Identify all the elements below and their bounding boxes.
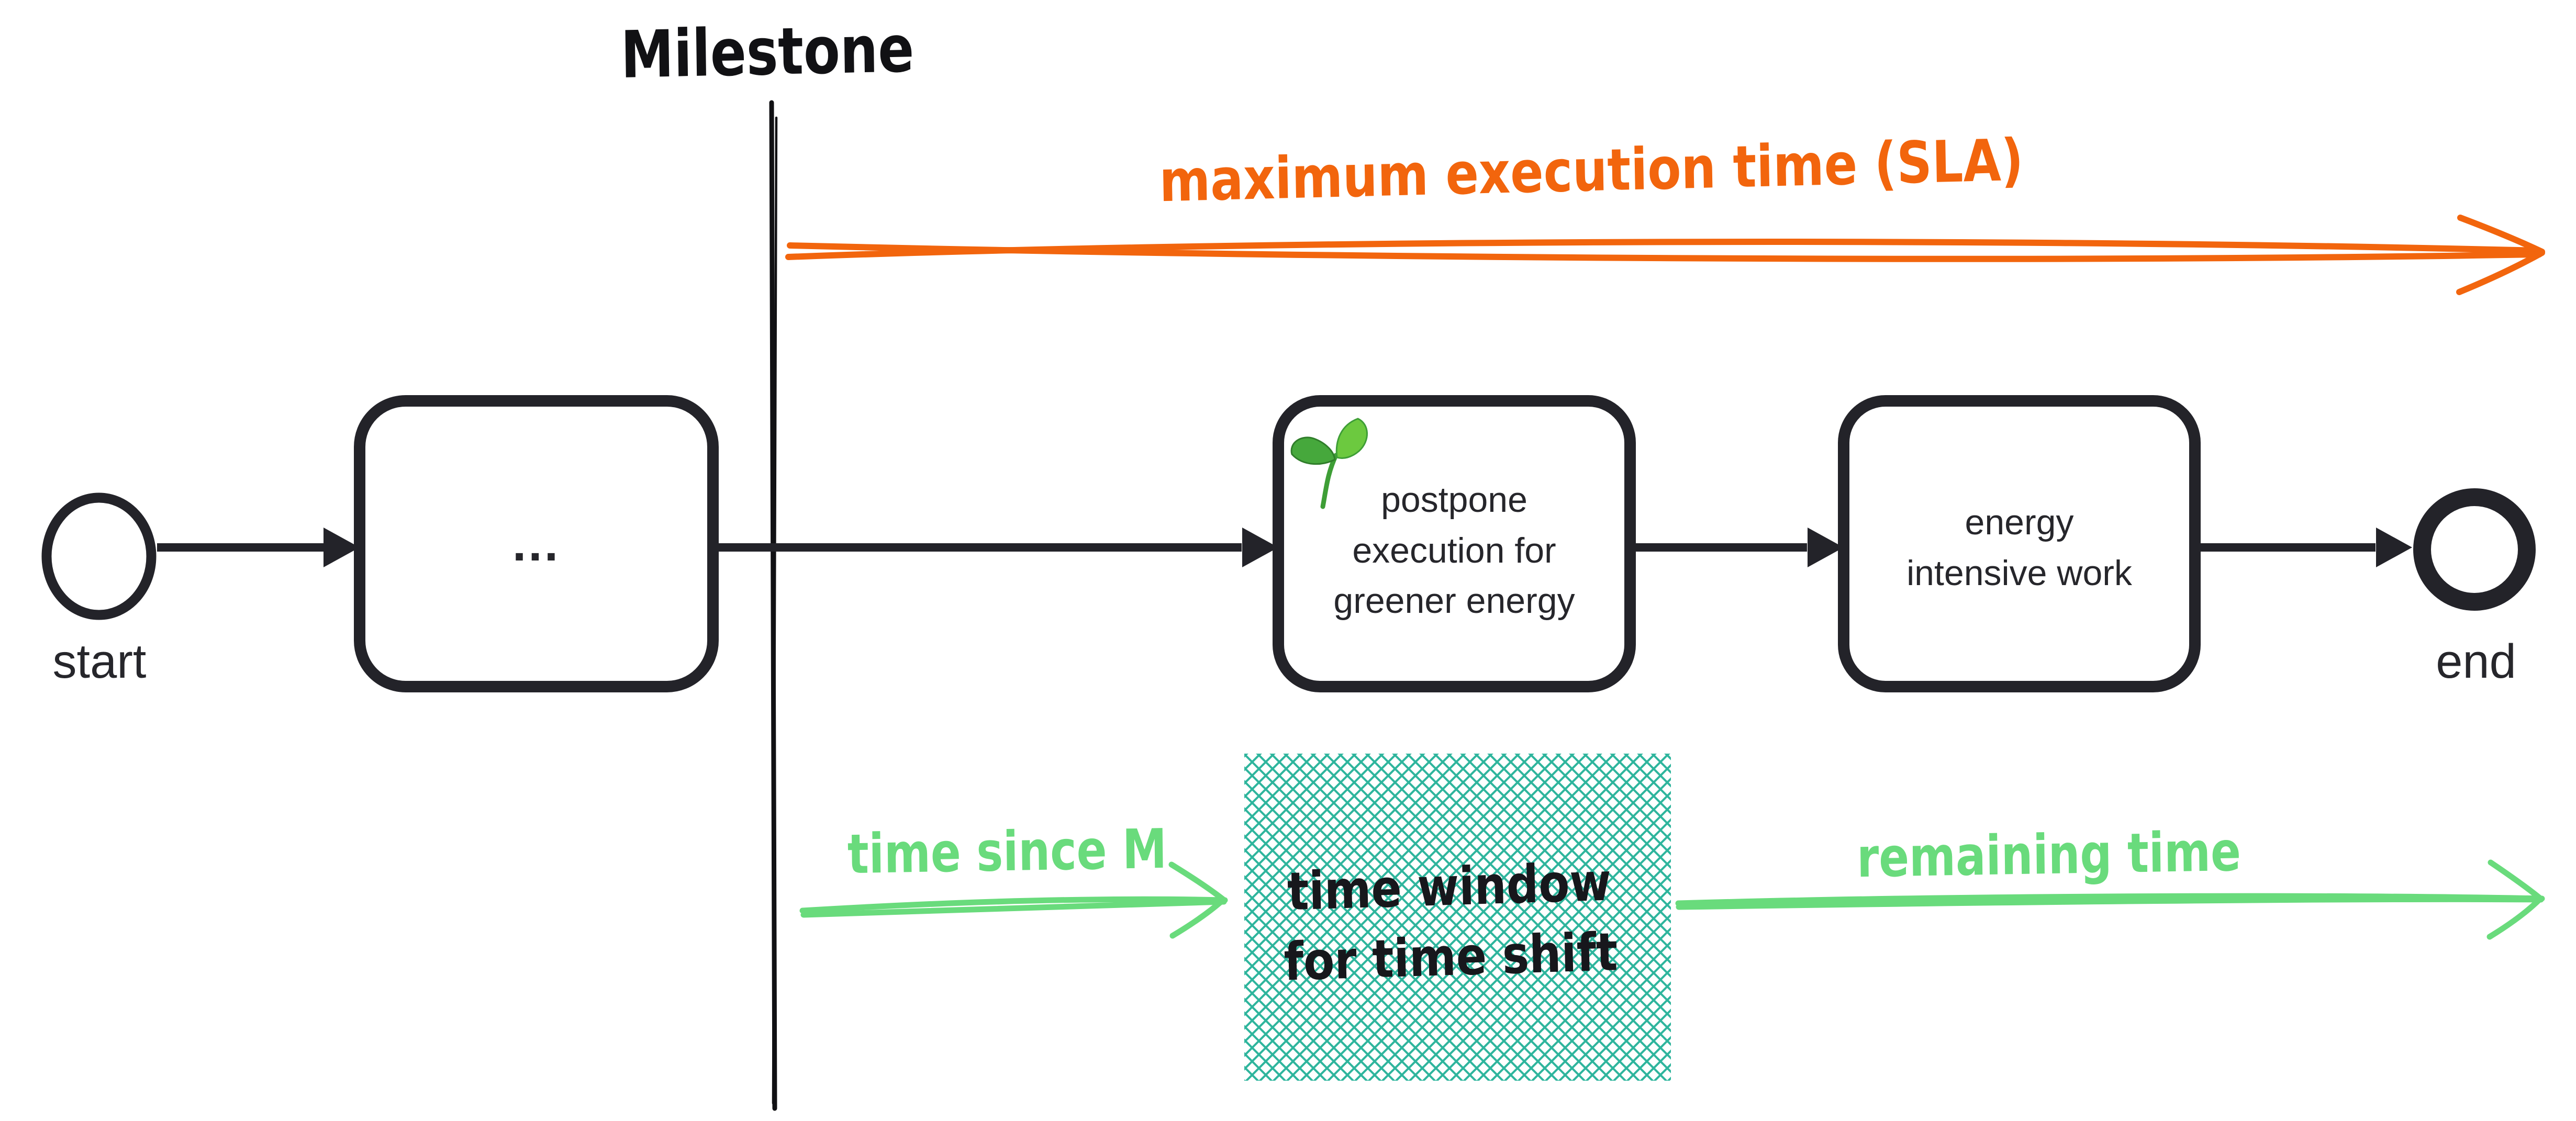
time-window-label: time window for time shift [1281,847,1619,997]
flow-start-to-task1 [157,528,360,567]
task3-label: energy intensive work [1844,401,2195,687]
remaining-time-arrow [1675,859,2545,940]
task1-box [354,395,719,692]
time-window-label-line: for time shift [1283,921,1619,993]
task1-label-line: ... [512,515,561,571]
start-event-label: start [52,635,147,688]
milestone-title: Milestone [620,12,915,93]
task2-label-line: execution for [1352,530,1556,570]
seedling-icon [1290,418,1368,509]
end-event-label: end [2436,635,2516,688]
task2-box [1273,395,1636,692]
flow-task3-to-end [2195,528,2412,567]
task1-label: ... [360,401,713,687]
time-since-label: time since M [847,816,1167,887]
remaining-time-label: remaining time [1856,819,2242,890]
flow-arrows [157,528,2412,567]
time-window-label-line: time window [1286,851,1612,923]
task3-label-line: energy [1965,502,2074,543]
flow-task1-to-task2 [713,528,1278,567]
end-event-circle [2413,488,2536,611]
start-event-circle [41,492,157,620]
flow-task2-to-task3 [1630,528,1844,567]
task3-box [1838,395,2201,692]
task3-label-line: intensive work [1906,553,2132,593]
time-window-hatch [1244,754,1671,1081]
time-since-arrow [799,861,1228,939]
task2-label: postpone execution for greener energy [1278,401,1630,687]
sla-arrow [785,215,2545,295]
milestone-line [769,100,778,1111]
task2-label-line: greener energy [1333,581,1575,621]
task2-label-line: postpone [1381,480,1527,520]
